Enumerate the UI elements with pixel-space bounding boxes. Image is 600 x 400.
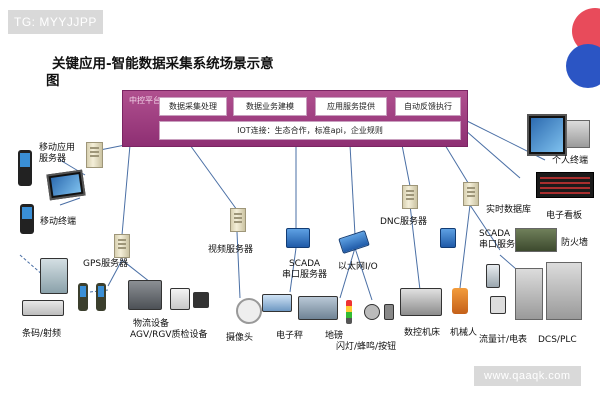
electric-meter-icon — [490, 296, 506, 314]
dcs-plc-label: DCS/PLC — [538, 335, 577, 345]
tablet-icon — [46, 169, 86, 201]
ethernet-io-label: 以太网I/O — [338, 262, 378, 272]
platform-header: 中控平台 — [129, 96, 161, 105]
scada-serial-server-1-label: SCADA 串口服务器 — [282, 259, 327, 281]
industrial-panel-icon — [527, 114, 567, 156]
barcode-rfid-label: 条码/射频 — [22, 329, 62, 339]
buzzer-icon — [364, 304, 380, 320]
realtime-db-label: 实时数据库 — [486, 205, 532, 215]
inspection-device-icon — [193, 292, 209, 308]
robot-arm-icon — [452, 288, 468, 314]
barcode-scanner-icon — [40, 258, 68, 294]
quality-device-icon — [170, 288, 190, 310]
flowmeter-icon — [486, 264, 500, 288]
personal-terminal-label: 个人终端 — [552, 156, 589, 166]
signal-lamp-icon — [346, 300, 352, 324]
gps-server-icon — [114, 234, 130, 258]
central-platform: 中控平台 数据采集处理 数据业务建模 应用服务提供 自动反馈执行 IOT连接：生… — [122, 90, 468, 147]
personal-pc-icon — [566, 120, 590, 148]
cnc-machine-icon — [400, 288, 442, 316]
firewall-icon — [515, 228, 557, 252]
module-business-modeling[interactable]: 数据业务建模 — [233, 97, 307, 116]
module-app-service[interactable]: 应用服务提供 — [315, 97, 387, 116]
watermark-top: TG: MYYJJPP — [8, 10, 103, 34]
module-auto-feedback[interactable]: 自动反馈执行 — [395, 97, 461, 116]
mobile-terminal-label: 移动终端 — [40, 217, 77, 227]
gps-handheld-2-icon — [96, 283, 106, 311]
diagram-title-line2: 图 — [46, 73, 60, 89]
gps-server-label: GPS服务器 — [83, 259, 129, 269]
video-server-label: 视频服务器 — [208, 245, 254, 255]
handheld-terminal-icon — [20, 204, 34, 234]
flash-buzzer-button-label: 闪灯/蜂鸣/按钮 — [336, 342, 397, 352]
mobile-app-server-icon — [86, 142, 103, 168]
electronic-board-label: 电子看板 — [546, 211, 583, 221]
button-box-icon — [384, 304, 394, 320]
flowmeter-label: 流量计/电表 — [479, 335, 528, 345]
scada-serial-server-2-label-text: SCADA 串口服务器 — [479, 229, 525, 250]
mobile-phone-icon — [18, 150, 32, 186]
agv-rgv-label: AGV/RGV质检设备 — [130, 330, 208, 340]
dnc-server-icon — [402, 185, 418, 209]
iot-connection-bar[interactable]: IOT连接：生态合作，标准api，企业规则 — [159, 121, 461, 140]
diagram-title: 关键应用-智能数据采集系统场景示意 图 — [46, 56, 342, 90]
cnc-machine-label: 数控机床 — [404, 328, 441, 338]
scada-serial-server-1-label-text: SCADA 串口服务器 — [282, 259, 328, 280]
mobile-app-server-label: 移动应用 服务器 — [39, 143, 75, 165]
realtime-db-icon — [463, 182, 479, 206]
camera-icon — [236, 298, 262, 324]
dcs-cabinet-icon — [515, 268, 543, 320]
module-data-collection[interactable]: 数据采集处理 — [159, 97, 227, 116]
floor-scale-icon — [298, 296, 338, 320]
camera-label: 摄像头 — [226, 333, 254, 343]
gps-handheld-1-icon — [78, 283, 88, 311]
diagram-title-line1: 关键应用-智能数据采集系统场景示意 — [52, 56, 274, 72]
mobile-app-server-label-text: 移动应用 服务器 — [39, 143, 76, 164]
logistics-device-label: 物流设备 — [133, 319, 170, 329]
logistics-device-icon — [128, 280, 162, 310]
firewall-label: 防火墙 — [561, 238, 589, 248]
floor-scale-label: 地磅 — [325, 331, 344, 341]
video-server-icon — [230, 208, 246, 232]
dnc-server-label: DNC服务器 — [380, 217, 427, 227]
rfid-reader-icon — [22, 300, 64, 316]
scada-serial-server-1-icon — [286, 228, 310, 248]
electronic-scale-label: 电子秤 — [276, 331, 304, 341]
plc-cabinet-icon — [546, 262, 582, 320]
watermark-bottom: www.qaaqk.com — [474, 366, 581, 386]
scada-serial-server-2-label: SCADA 串口服务器 — [479, 229, 524, 251]
electronic-scale-icon — [262, 294, 292, 312]
scada-serial-server-2-icon — [440, 228, 456, 248]
robot-label: 机械人 — [450, 328, 478, 338]
electronic-board-icon — [536, 172, 594, 198]
decor-blue-circle — [566, 44, 600, 88]
